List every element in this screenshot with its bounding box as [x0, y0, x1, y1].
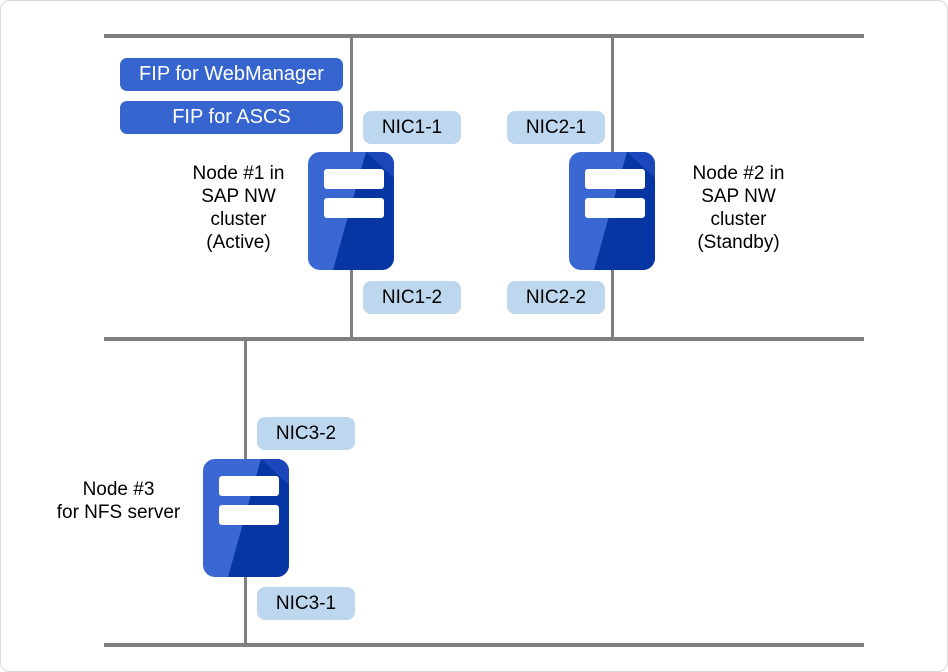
- node2-caption-line: (Standby): [697, 232, 780, 253]
- server-icon-node3: [203, 459, 289, 577]
- node2-caption: Node #2 in SAP NW cluster (Standby): [656, 162, 821, 254]
- node3-caption: Node #3 for NFS server: [36, 478, 201, 524]
- nic-badge-nic2-1: NIC2-1: [507, 111, 605, 144]
- node2-caption-line: SAP NW: [701, 186, 776, 207]
- node3-caption-line: for NFS server: [56, 502, 181, 523]
- server-icon-node2: [569, 152, 655, 270]
- server-icon-node1: [308, 152, 394, 270]
- node1-caption-line: cluster: [210, 209, 267, 230]
- nic-badge-nic2-2: NIC2-2: [507, 281, 605, 314]
- node1-caption-line: SAP NW: [201, 186, 276, 207]
- network-bus-top: [104, 34, 864, 38]
- nic-badge-nic1-1: NIC1-1: [363, 111, 461, 144]
- node1-caption-line: Node #1 in: [192, 163, 285, 184]
- node2-caption-line: cluster: [710, 209, 767, 230]
- node3-caption-line: Node #3: [82, 479, 155, 500]
- nic-badge-nic3-2: NIC3-2: [257, 417, 355, 450]
- node2-caption-line: Node #2 in: [692, 163, 785, 184]
- network-bus-bottom: [104, 643, 864, 647]
- fip-ascs-label: FIP for ASCS: [120, 101, 343, 134]
- node1-caption: Node #1 in SAP NW cluster (Active): [156, 162, 321, 254]
- nic-badge-nic3-1: NIC3-1: [257, 587, 355, 620]
- nic-badge-nic1-2: NIC1-2: [363, 281, 461, 314]
- fip-webmanager-label: FIP for WebManager: [120, 58, 343, 91]
- node1-caption-line: (Active): [206, 232, 271, 253]
- network-bus-middle: [104, 337, 864, 341]
